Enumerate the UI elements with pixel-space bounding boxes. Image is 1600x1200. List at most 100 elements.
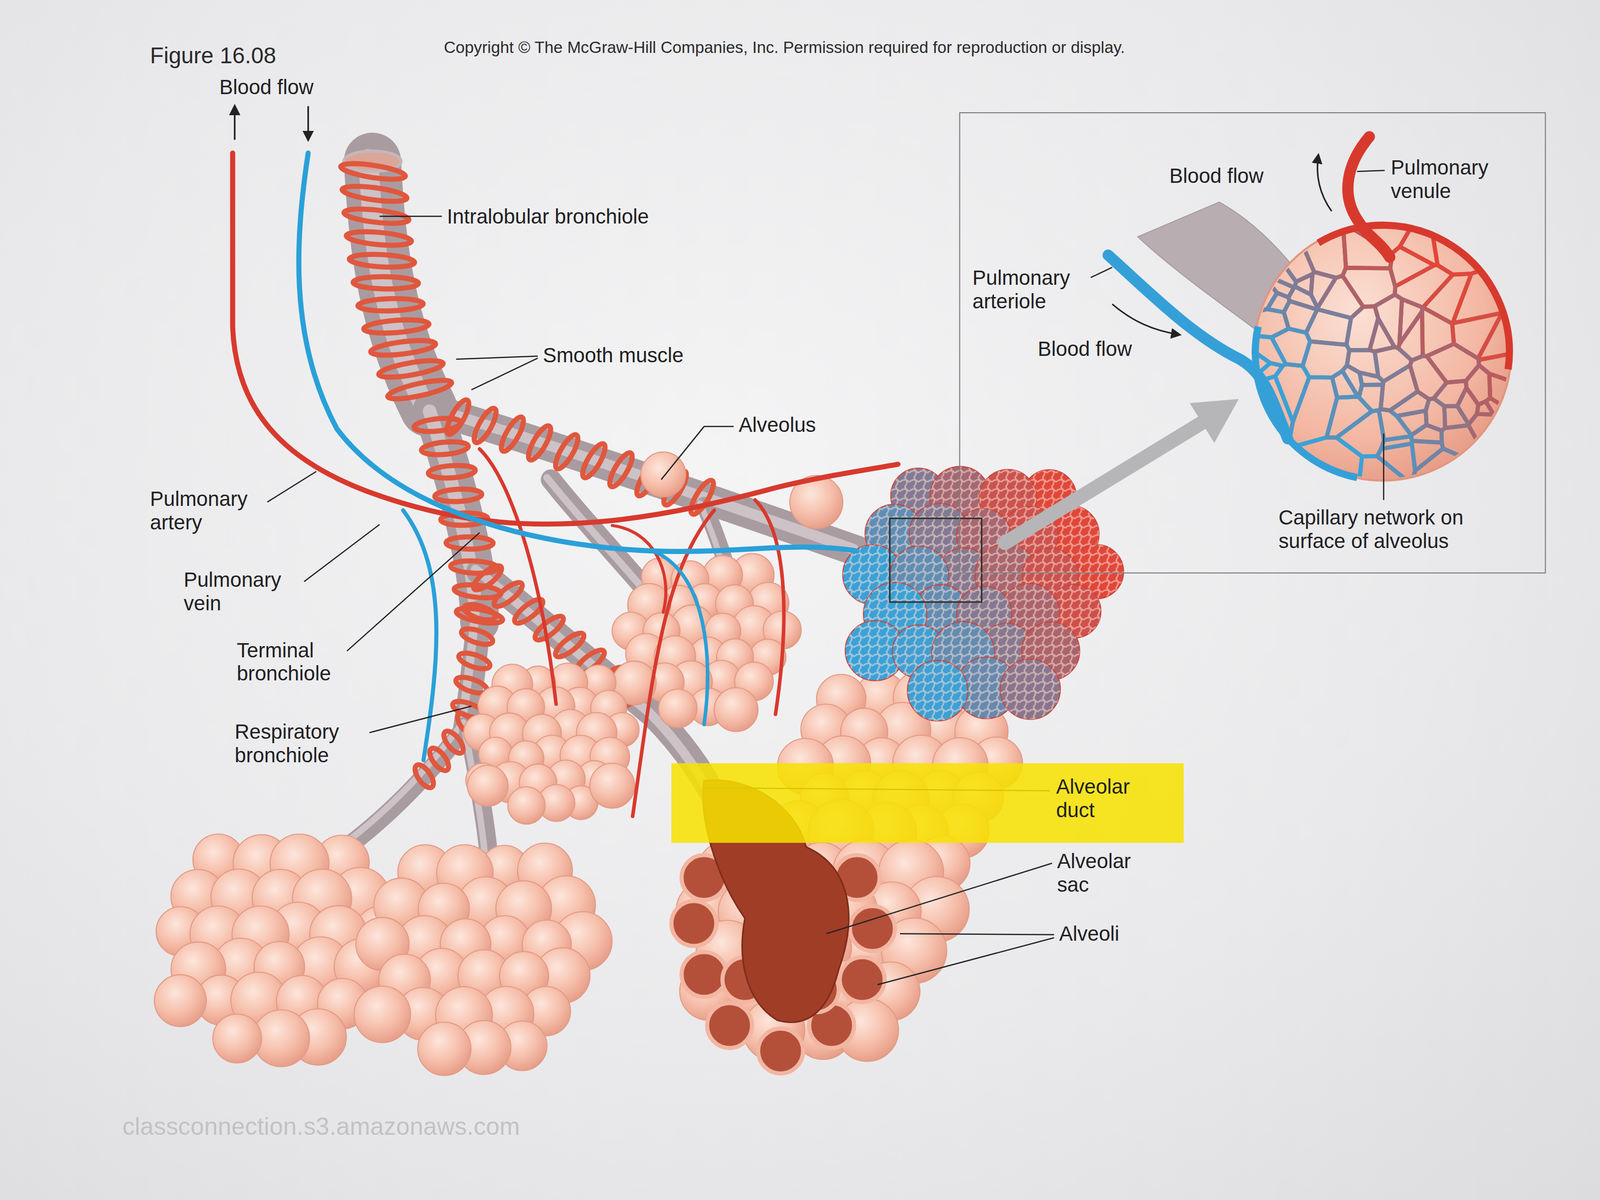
zoom-arrowhead [1189, 399, 1239, 444]
part-label: Pulmonary venule [1390, 155, 1516, 203]
leader-line [379, 215, 442, 217]
alveolus-closeup [1108, 136, 1516, 485]
part-label: Pulmonary arteriole [972, 266, 1098, 314]
alveolus-cup [707, 1002, 753, 1049]
capillary [1250, 219, 1297, 288]
smooth-muscle-band [426, 745, 453, 774]
capillary [1489, 373, 1516, 414]
part-label: Pulmonary artery [150, 487, 278, 535]
leader-line [303, 524, 380, 582]
capillary [1369, 318, 1395, 352]
smooth-muscle-band [341, 183, 408, 205]
pulmonary-venule [1348, 136, 1390, 258]
capillary [1468, 414, 1516, 485]
part-label: Respiratory bronchiole [234, 720, 373, 768]
smooth-muscle-band [377, 357, 445, 381]
leader-line [877, 937, 1054, 985]
blood-vessel [652, 550, 708, 725]
capillary [1444, 405, 1469, 428]
blood-vessel [232, 152, 899, 525]
pulmonary-vessels [232, 152, 899, 817]
capillary [1326, 396, 1373, 438]
part-label: Blood flow [219, 75, 314, 100]
smooth-muscle-band [411, 761, 438, 791]
capillary [1399, 299, 1423, 345]
part-label: Alveoli [1059, 922, 1120, 947]
smooth-muscle-band [370, 337, 437, 358]
flow-arrow [1317, 154, 1332, 211]
alveolus-sphere [640, 451, 686, 498]
leader-line [267, 471, 317, 502]
smooth-muscle-band [339, 160, 406, 183]
alveolus-sphere [353, 986, 411, 1043]
leader-line [826, 863, 1052, 934]
part-label: Terminal bronchiole [236, 638, 351, 686]
part-label: Smooth muscle [542, 343, 684, 368]
alveolus-cup [758, 1028, 804, 1074]
smooth-muscle-band [349, 252, 415, 269]
smooth-muscle-bands [339, 160, 718, 791]
alveolus-sphere [907, 660, 968, 721]
blood-vessel [299, 152, 858, 552]
smooth-muscle-band [578, 440, 610, 481]
alveolus-cup [850, 905, 896, 951]
smooth-muscle-band [470, 405, 500, 446]
leader-line [661, 426, 734, 480]
smooth-muscle-band [497, 414, 528, 454]
zoom-square [889, 518, 982, 602]
leader-line [1357, 170, 1385, 172]
capillary [1381, 436, 1413, 450]
smooth-muscle-band [427, 464, 476, 480]
blood-vessel [479, 449, 556, 704]
part-label: Alveolar duct [1055, 775, 1153, 823]
part-label: Pulmonary vein [183, 568, 307, 616]
capillary [1332, 371, 1359, 398]
capillary [1291, 219, 1347, 278]
alveolus-cup [681, 951, 727, 998]
smooth-muscle-band [421, 440, 470, 457]
smooth-muscle-band [552, 629, 588, 661]
capillary [1485, 398, 1516, 420]
alveolus-sphere [1253, 223, 1512, 481]
capillary-network [1250, 219, 1516, 485]
smooth-muscle-band [531, 612, 567, 644]
alveolus-sphere [467, 765, 508, 806]
alveolus-cup [671, 900, 717, 947]
part-label: Blood flow [1037, 337, 1132, 362]
bronchiole-highlight [424, 405, 853, 549]
part-label: Alveolus [738, 413, 816, 437]
capillary [1250, 261, 1277, 314]
flow-arrow [1112, 303, 1180, 335]
leader-line [471, 358, 538, 391]
zoom-arrow [1004, 421, 1204, 544]
capillary-texture [907, 660, 968, 721]
flow-arrow [307, 105, 309, 140]
part-label: Alveolar sac [1057, 850, 1160, 898]
alveolus-sphere [212, 1014, 262, 1063]
alveolus-sphere [589, 763, 635, 809]
smooth-muscle-band [386, 376, 453, 403]
leader-lines [267, 170, 1385, 985]
alveolus-sphere [507, 786, 546, 825]
bronchiole-tree [342, 159, 857, 868]
alveolus-sphere [154, 974, 207, 1027]
smooth-muscle-band [524, 423, 555, 463]
capillary [1250, 219, 1315, 282]
capillary [1451, 312, 1502, 359]
capillary [1288, 286, 1318, 310]
smooth-muscle-band [363, 317, 430, 335]
capillary-texture [1000, 659, 1061, 720]
smooth-muscle-band [440, 727, 467, 757]
figure-number: Figure 16.08 [150, 42, 276, 69]
smooth-muscle-band [357, 297, 424, 312]
leader-line [347, 532, 480, 651]
smooth-muscle-band [459, 625, 495, 648]
highlight-band: Alveolar duct [671, 763, 1184, 843]
copyright-note: Copyright © The McGraw-Hill Companies, I… [443, 38, 1125, 58]
capillary [1426, 343, 1480, 383]
smooth-muscle-band [413, 416, 462, 434]
blood-vessel [754, 500, 784, 715]
